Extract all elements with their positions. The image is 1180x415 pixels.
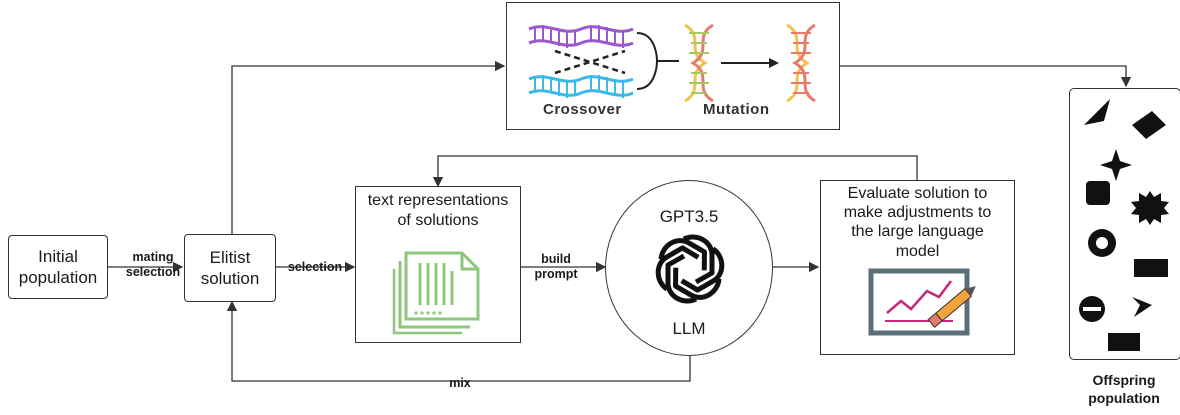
dna-crossover-icon [528, 25, 679, 98]
initial-population-label: Initial population [18, 246, 98, 287]
chevron-shape [1132, 297, 1152, 317]
llm-label: LLM [672, 319, 706, 338]
crossover-label: Crossover [543, 101, 622, 118]
arrow-elitist-to-genetic [231, 60, 506, 234]
triangle-shape [1084, 99, 1110, 125]
dna-crossover-mutation-illustration [528, 23, 816, 103]
mutation-label: Mutation [703, 101, 770, 118]
rhombus-shape [1132, 111, 1166, 139]
mix-label: mix [449, 376, 471, 390]
text-representations-label: text representations of solutions [367, 192, 509, 229]
openai-logo-icon [655, 234, 725, 304]
offspring-population-caption: Offspring population [1088, 372, 1160, 406]
rounded-square-shape [1086, 181, 1110, 205]
offspring-population-panel [1069, 88, 1180, 360]
arrow-llm-mix-to-elitist [226, 300, 691, 382]
dna-mutation-icon [684, 23, 816, 103]
block-shape [1134, 259, 1168, 277]
arrow-evaluate-to-text [432, 155, 918, 188]
build-prompt-label: build prompt [534, 252, 578, 281]
evaluate-node: Evaluate solution to make adjustments to… [820, 180, 1015, 355]
rect-shape [1108, 333, 1140, 351]
arrow-genetic-to-offspring [840, 65, 1132, 88]
chart-board-icon [868, 268, 976, 336]
llm-model-name: GPT3.5 [659, 207, 719, 226]
document-icon [392, 251, 480, 335]
burst-shape [1131, 191, 1169, 225]
elitist-solution-node: Elitist solution [184, 234, 276, 302]
evaluate-label: Evaluate solution to make adjustments to… [843, 185, 992, 260]
llm-node: GPT3.5 LLM [605, 180, 773, 356]
genetic-operations-box: Crossover Mutation [506, 2, 840, 130]
star-shape [1100, 149, 1132, 181]
mating-selection-label: mating selection [125, 250, 181, 279]
elitist-solution-label: Elitist solution [200, 247, 260, 288]
shapes-icon [1079, 99, 1169, 351]
text-representations-node: text representations of solutions [355, 186, 521, 343]
selection-label: selection [287, 260, 343, 274]
initial-population-node: Initial population [8, 235, 108, 299]
